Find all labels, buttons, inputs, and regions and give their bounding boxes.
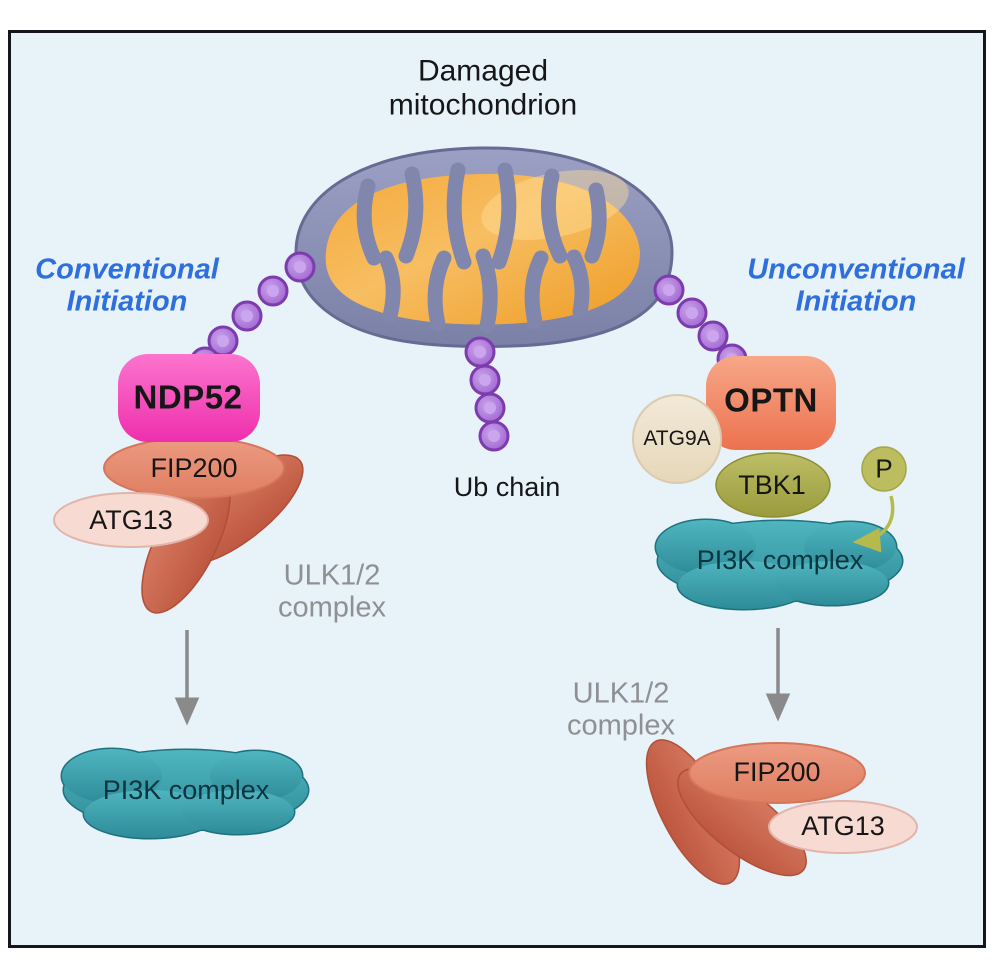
- figure-frame: [8, 30, 986, 948]
